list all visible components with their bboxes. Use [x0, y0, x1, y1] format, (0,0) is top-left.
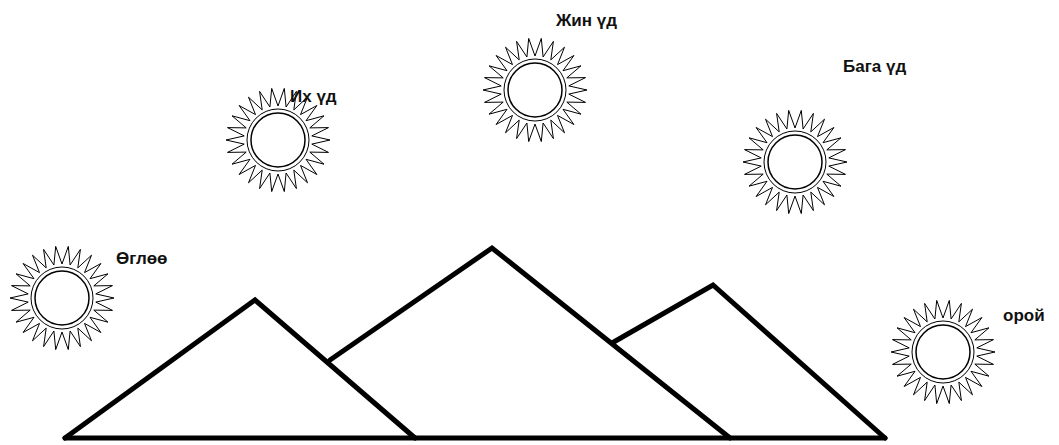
sun-disc [251, 113, 305, 167]
mountain [612, 285, 885, 438]
sun-disc [35, 271, 89, 325]
time-label: Их үд [290, 88, 337, 105]
sun-rays [891, 300, 995, 403]
sun-ring [912, 321, 974, 383]
sun-rays [743, 110, 847, 213]
time-label: Жин үд [556, 12, 617, 29]
sun-ring [31, 267, 93, 329]
ground-line [65, 436, 885, 441]
sun-ring [247, 109, 309, 171]
sun-rays [10, 246, 114, 349]
time-label: орой [1003, 307, 1045, 324]
mountain [330, 248, 730, 438]
sun-rays [483, 38, 587, 141]
sun-disc [916, 325, 970, 379]
sun-disc [508, 63, 562, 117]
mountain [65, 300, 415, 438]
time-label: Бага үд [843, 58, 906, 75]
sun-ring [504, 59, 566, 121]
sun-symbol [10, 246, 114, 349]
sun-symbol [891, 300, 995, 403]
sun-ring [764, 131, 826, 193]
sun-disc [768, 135, 822, 189]
sun-symbol [483, 38, 587, 141]
sun-symbol [743, 110, 847, 213]
time-label: Өглөө [116, 250, 167, 267]
